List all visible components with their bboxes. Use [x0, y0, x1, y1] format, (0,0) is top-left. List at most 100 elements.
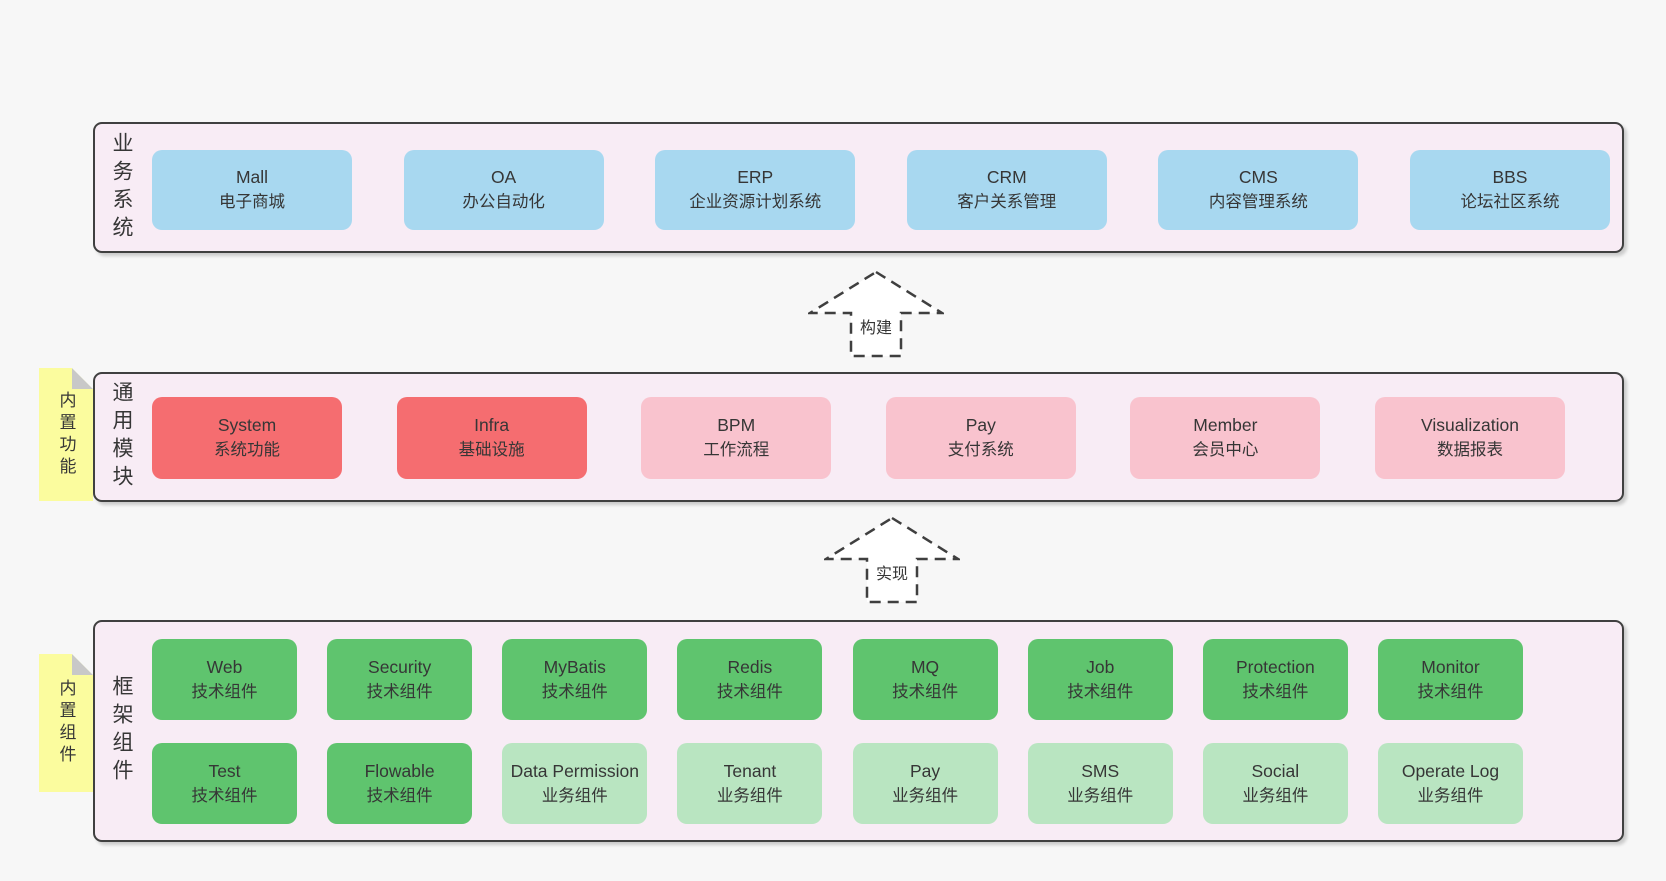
box-title: Flowable — [364, 760, 435, 781]
box-pay: Pay 业务组件 — [852, 743, 998, 824]
box-title: Redis — [727, 656, 773, 677]
box-subtitle: 技术组件 — [1417, 682, 1484, 701]
sticky-note-builtin-components: 内置组件 — [39, 654, 93, 792]
box-subtitle: 技术组件 — [366, 682, 433, 701]
box-data-permission: Data Permission 业务组件 — [502, 743, 648, 824]
box-subtitle: 技术组件 — [191, 786, 258, 805]
box-subtitle: 论坛社区系统 — [1460, 193, 1560, 211]
box-visualization: Visualization 数据报表 — [1374, 397, 1565, 479]
box-title: Pay — [909, 760, 941, 781]
box-title: Job — [1086, 656, 1115, 677]
box-system: System 系统功能 — [152, 397, 342, 479]
box-subtitle: 电子商城 — [219, 193, 285, 211]
box-title: CMS — [1238, 167, 1278, 187]
box-row: Mall 电子商城 OA 办公自动化 ERP 企业资源计划系统 CRM 客户关系管理 CMS 内容… — [152, 150, 1610, 230]
box-mall: Mall 电子商城 — [152, 150, 352, 230]
box-sms: SMS 业务组件 — [1027, 743, 1173, 824]
layer-business-systems: 业务系统 Mall 电子商城 OA 办公自动化 ERP 企业资源计划系统 CRM 客户关系管理… — [93, 122, 1624, 253]
box-title: Pay — [965, 415, 996, 435]
box-subtitle: 技术组件 — [892, 682, 959, 701]
dashed-up-arrow-implement: 实现 — [824, 516, 960, 604]
box-test: Test 技术组件 — [152, 743, 297, 824]
box-cms: CMS 内容管理系统 — [1158, 150, 1359, 230]
box-title: Infra — [474, 415, 510, 435]
box-title: System — [217, 415, 277, 435]
sticky-note-builtin-features: 内置功能 — [39, 368, 93, 501]
box-title: Data Permission — [510, 760, 639, 781]
box-subtitle: 业务组件 — [892, 786, 959, 805]
box-subtitle: 业务组件 — [1417, 786, 1484, 805]
box-subtitle: 工作流程 — [703, 441, 770, 459]
box-social: Social 业务组件 — [1202, 743, 1348, 824]
box-subtitle: 企业资源计划系统 — [689, 193, 822, 211]
box-member: Member 会员中心 — [1130, 397, 1321, 479]
box-subtitle: 业务组件 — [1067, 786, 1134, 805]
box-title: SMS — [1081, 760, 1120, 781]
box-title: Protection — [1235, 656, 1315, 677]
box-mq: MQ 技术组件 — [852, 639, 998, 720]
box-subtitle: 业务组件 — [716, 786, 783, 805]
box-subtitle: 支付系统 — [947, 441, 1014, 459]
box-title: Security — [368, 656, 432, 677]
box-bpm: BPM 工作流程 — [641, 397, 832, 479]
layer-label-common-modules: 通用模块 — [110, 381, 133, 493]
box-protection: Protection 技术组件 — [1202, 639, 1348, 720]
box-subtitle: 技术组件 — [366, 786, 433, 805]
box-subtitle: 系统功能 — [214, 441, 280, 459]
box-subtitle: 内容管理系统 — [1208, 193, 1308, 211]
box-title: MyBatis — [543, 656, 606, 677]
box-subtitle: 数据报表 — [1436, 441, 1503, 459]
box-pay: Pay 支付系统 — [885, 397, 1076, 479]
box-title: Operate Log — [1401, 760, 1500, 781]
box-title: Mall — [235, 167, 269, 187]
arrow-label-build: 构建 — [857, 314, 895, 338]
box-subtitle: 技术组件 — [541, 682, 608, 701]
box-title: Visualization — [1421, 415, 1519, 435]
box-title: OA — [490, 167, 517, 187]
box-title: Web — [206, 656, 243, 677]
box-row: System 系统功能 Infra 基础设施 BPM 工作流程 Pay 支付系统 Member 会… — [152, 397, 1565, 479]
box-title: Member — [1193, 415, 1258, 435]
box-security: Security 技术组件 — [327, 639, 473, 720]
box-erp: ERP 企业资源计划系统 — [655, 150, 856, 230]
box-subtitle: 客户关系管理 — [957, 193, 1057, 211]
box-subtitle: 业务组件 — [541, 786, 608, 805]
box-infra: Infra 基础设施 — [396, 397, 587, 479]
layer-common-modules: 通用模块 System 系统功能 Infra 基础设施 BPM 工作流程 Pay 支付系统 Me… — [93, 372, 1624, 502]
box-title: Social — [1251, 760, 1300, 781]
box-title: CRM — [986, 167, 1027, 187]
box-title: Tenant — [723, 760, 777, 781]
box-title: BPM — [717, 415, 756, 435]
box-web: Web 技术组件 — [152, 639, 297, 720]
box-title: Monitor — [1421, 656, 1480, 677]
box-title: MQ — [910, 656, 940, 677]
arrow-label-implement: 实现 — [873, 560, 911, 584]
box-subtitle: 技术组件 — [191, 682, 258, 701]
layer-label-business-systems: 业务系统 — [110, 131, 133, 244]
box-monitor: Monitor 技术组件 — [1377, 639, 1523, 720]
box-operate-log: Operate Log 业务组件 — [1377, 743, 1523, 824]
box-subtitle: 办公自动化 — [462, 193, 545, 211]
box-title: ERP — [737, 167, 774, 187]
box-oa: OA 办公自动化 — [403, 150, 604, 230]
box-tenant: Tenant 业务组件 — [677, 743, 823, 824]
box-subtitle: 会员中心 — [1192, 441, 1259, 459]
sticky-note-text: 内置组件 — [56, 679, 76, 767]
box-subtitle: 业务组件 — [1242, 786, 1309, 805]
box-subtitle: 技术组件 — [1242, 682, 1309, 701]
box-title: Test — [208, 760, 241, 781]
box-title: BBS — [1492, 167, 1528, 187]
box-crm: CRM 客户关系管理 — [906, 150, 1107, 230]
sticky-note-text: 内置功能 — [56, 390, 76, 479]
box-redis: Redis 技术组件 — [677, 639, 823, 720]
box-subtitle: 技术组件 — [716, 682, 783, 701]
layer-label-framework-components: 框架组件 — [110, 675, 133, 787]
box-flowable: Flowable 技术组件 — [327, 743, 473, 824]
box-subtitle: 基础设施 — [458, 441, 525, 459]
box-bbs: BBS 论坛社区系统 — [1409, 150, 1610, 230]
